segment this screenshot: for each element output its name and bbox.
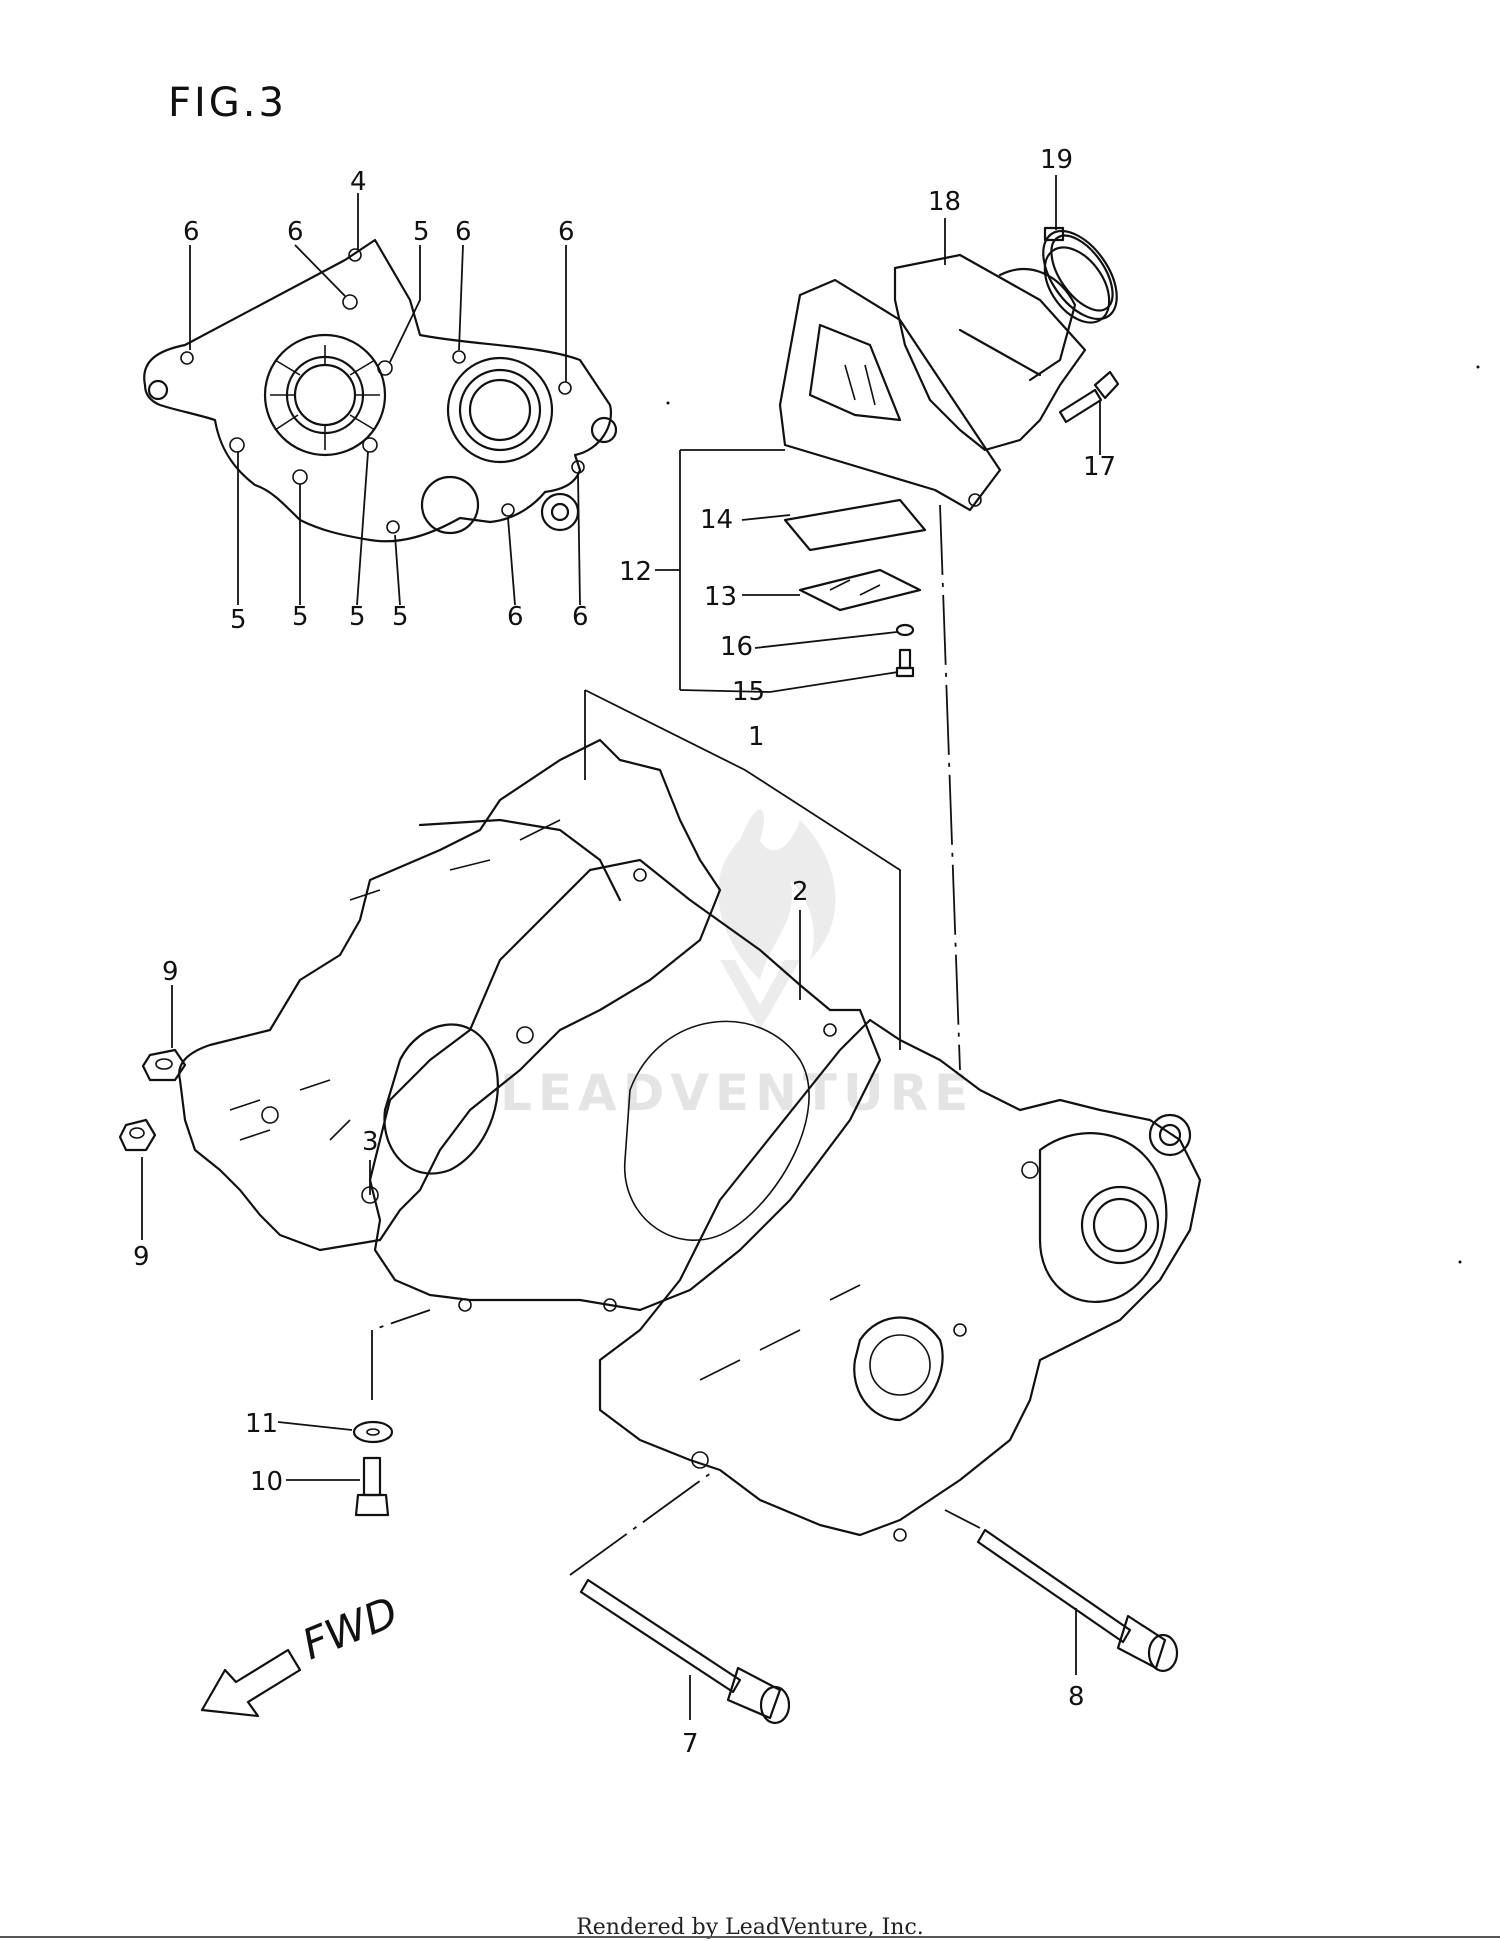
callout-5b: 5 xyxy=(292,602,309,632)
alignment-line-8 xyxy=(944,1509,981,1529)
callout-5a: 5 xyxy=(230,605,247,635)
figure-title: FIG.3 xyxy=(168,80,287,126)
fwd-label: FWD xyxy=(295,1587,404,1669)
leader-15 xyxy=(679,671,899,693)
crankcase-left-half xyxy=(178,738,722,1252)
footer-credit: Rendered by LeadVenture, Inc. xyxy=(576,1915,924,1940)
callout-18: 18 xyxy=(928,187,961,217)
callout-5e: 5 xyxy=(413,217,430,247)
reed-stopper xyxy=(798,568,922,612)
callout-7: 7 xyxy=(682,1729,699,1759)
crankcase-cover xyxy=(143,238,618,543)
callout-5c: 5 xyxy=(349,602,366,632)
reed-washer xyxy=(895,623,915,637)
leader-16 xyxy=(754,631,898,649)
bolt-7 xyxy=(579,1578,791,1725)
crankcase-right-half xyxy=(598,1018,1202,1542)
alignment-line-7 xyxy=(569,1469,716,1576)
crankcase-gasket xyxy=(368,858,882,1312)
callout-10: 10 xyxy=(250,1467,283,1497)
speck xyxy=(1458,1260,1462,1264)
nut-9-upper xyxy=(141,1048,187,1082)
callout-6a: 6 xyxy=(183,217,200,247)
callout-6d: 6 xyxy=(558,217,575,247)
callout-15: 15 xyxy=(732,677,765,707)
callout-4: 4 xyxy=(350,167,367,197)
leader-14 xyxy=(741,514,791,521)
intake-pipe xyxy=(893,246,1111,452)
callout-9a: 9 xyxy=(162,957,179,987)
speck xyxy=(666,401,670,405)
callout-6c: 6 xyxy=(455,217,472,247)
fwd-arrow-icon xyxy=(200,1648,302,1718)
callout-14: 14 xyxy=(700,505,733,535)
intake-bolt xyxy=(1058,370,1120,424)
callout-6b: 6 xyxy=(287,217,304,247)
callout-3: 3 xyxy=(362,1127,379,1157)
cover-leaders xyxy=(189,193,581,606)
footer-divider xyxy=(0,1936,1500,1938)
callout-6f: 6 xyxy=(572,602,589,632)
nut-9-lower xyxy=(118,1118,157,1152)
callout-2: 2 xyxy=(792,877,809,907)
callout-17: 17 xyxy=(1083,452,1116,482)
reed-valve-block xyxy=(778,278,1002,512)
callout-6e: 6 xyxy=(507,602,524,632)
callout-11: 11 xyxy=(245,1409,278,1439)
callout-16: 16 xyxy=(720,632,753,662)
reed-screw xyxy=(895,648,915,678)
hose-clamp xyxy=(1042,226,1118,321)
alignment-line-10 xyxy=(371,1309,431,1400)
speck xyxy=(1476,365,1480,369)
callout-9b: 9 xyxy=(133,1242,150,1272)
callout-13: 13 xyxy=(704,582,737,612)
reed-petal xyxy=(783,498,927,552)
watermark-logo xyxy=(718,809,836,1030)
bolt-8 xyxy=(976,1528,1179,1673)
alignment-line xyxy=(939,504,961,1071)
bolt-10 xyxy=(354,1456,390,1517)
callout-5d: 5 xyxy=(392,602,409,632)
washer-11 xyxy=(352,1420,394,1444)
watermark-text: LEADVENTURE xyxy=(500,1064,974,1122)
callout-19: 19 xyxy=(1040,145,1073,175)
leader-11 xyxy=(277,1421,353,1431)
callout-1: 1 xyxy=(748,722,765,752)
callout-8: 8 xyxy=(1068,1682,1085,1712)
bracket-1 xyxy=(584,689,901,1050)
callout-12: 12 xyxy=(619,557,652,587)
